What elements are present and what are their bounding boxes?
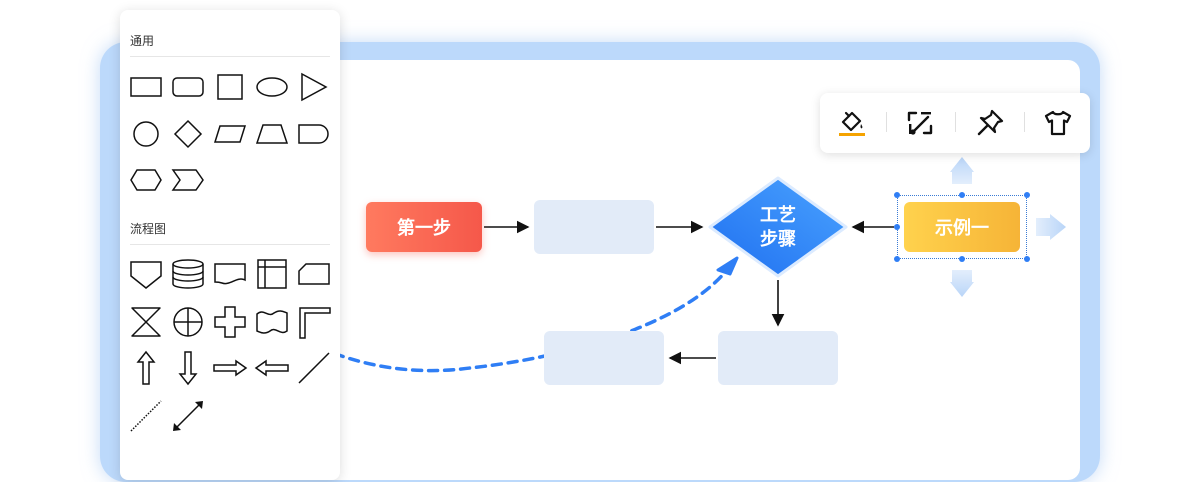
resize-handle-nw[interactable] xyxy=(894,192,900,198)
card-icon[interactable] xyxy=(296,256,332,292)
decision-label-line1: 工艺 xyxy=(760,205,796,226)
flow-node-blank-2[interactable] xyxy=(718,331,838,385)
corner-line-icon[interactable] xyxy=(296,304,332,340)
resize-handle-n[interactable] xyxy=(959,192,965,198)
left-arrow-icon[interactable] xyxy=(254,350,290,386)
rectangle-icon[interactable] xyxy=(128,69,164,105)
hexagon-icon[interactable] xyxy=(128,162,164,198)
resize-handle-se[interactable] xyxy=(1024,256,1030,262)
selection-box xyxy=(897,195,1027,259)
triangle-icon[interactable] xyxy=(296,69,332,105)
up-arrow-icon[interactable] xyxy=(128,350,164,386)
line-icon[interactable] xyxy=(296,350,332,386)
section-title-general: 通用 xyxy=(130,34,155,48)
style-shirt-icon[interactable] xyxy=(1042,107,1074,139)
document-icon[interactable] xyxy=(212,256,248,292)
flow-node-example[interactable]: 示例一 xyxy=(904,202,1020,252)
off-page-connector-icon[interactable] xyxy=(128,256,164,292)
database-cylinder-icon[interactable] xyxy=(170,256,206,292)
section-title-flowchart: 流程图 xyxy=(130,222,167,236)
trapezoid-icon[interactable] xyxy=(254,116,290,152)
flow-node-step1[interactable]: 第一步 xyxy=(366,202,482,252)
diamond-icon[interactable] xyxy=(170,116,206,152)
fill-color-icon[interactable] xyxy=(836,107,868,139)
summing-junction-icon[interactable] xyxy=(170,304,206,340)
internal-storage-icon[interactable] xyxy=(254,256,290,292)
section-divider xyxy=(130,56,330,57)
resize-handle-sw[interactable] xyxy=(894,256,900,262)
cross-icon[interactable] xyxy=(212,304,248,340)
pin-icon[interactable] xyxy=(974,107,1006,139)
toolbar-separator xyxy=(886,112,887,132)
decision-label-line2: 步骤 xyxy=(760,229,796,250)
flow-node-example-label: 示例一 xyxy=(935,218,989,239)
square-icon[interactable] xyxy=(212,69,248,105)
toolbar-separator xyxy=(1024,112,1025,132)
rounded-rectangle-icon[interactable] xyxy=(170,69,206,105)
section-divider xyxy=(130,244,330,245)
flow-node-blank-1[interactable] xyxy=(534,200,654,254)
toolbar-separator xyxy=(955,112,956,132)
circle-icon[interactable] xyxy=(128,116,164,152)
paper-tape-icon[interactable] xyxy=(254,304,290,340)
resize-handle-s[interactable] xyxy=(959,256,965,262)
collate-icon[interactable] xyxy=(128,304,164,340)
flow-node-step1-label: 第一步 xyxy=(397,218,451,239)
down-arrow-icon[interactable] xyxy=(170,350,206,386)
shape-library-panel: 通用 流程图 xyxy=(120,10,340,480)
ellipse-icon[interactable] xyxy=(254,69,290,105)
flow-node-blank-3[interactable] xyxy=(544,331,664,385)
resize-handle-ne[interactable] xyxy=(1024,192,1030,198)
chevron-icon[interactable] xyxy=(170,162,206,198)
right-arrow-icon[interactable] xyxy=(212,350,248,386)
line-style-icon[interactable] xyxy=(904,107,936,139)
decision-node[interactable]: 工艺 步骤 xyxy=(728,198,828,258)
style-toolbar xyxy=(820,93,1090,153)
double-arrow-line-icon[interactable] xyxy=(170,398,206,434)
delay-icon[interactable] xyxy=(296,116,332,152)
parallelogram-icon[interactable] xyxy=(212,116,248,152)
resize-handle-w[interactable] xyxy=(894,224,900,230)
dotted-line-icon[interactable] xyxy=(128,398,164,434)
